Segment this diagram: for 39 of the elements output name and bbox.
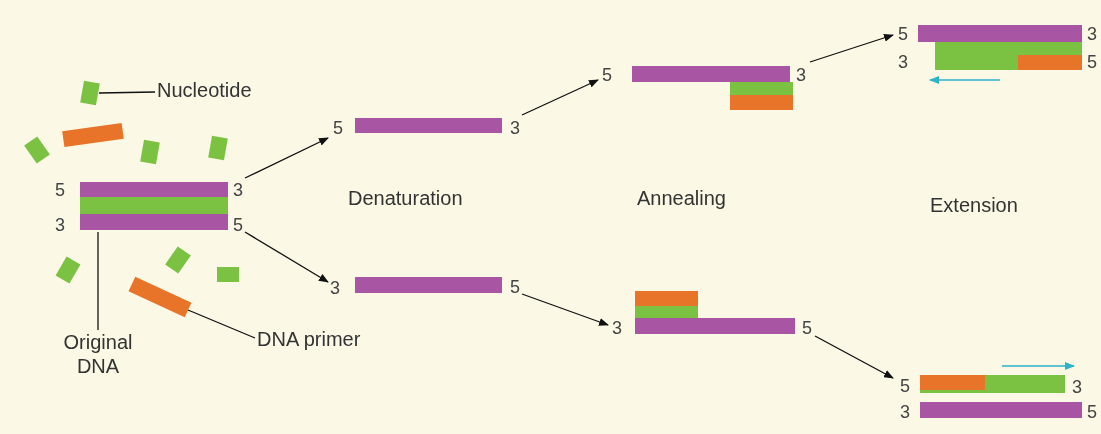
strand-end-label: 3 xyxy=(612,319,622,337)
part-label: DNA primer xyxy=(257,327,387,351)
arrow xyxy=(521,79,599,116)
strand-end-label: 5 xyxy=(802,319,812,337)
nucleotide-block xyxy=(80,80,100,106)
strand-end-label: 3 xyxy=(1072,378,1082,396)
strand-end-label: 3 xyxy=(510,119,520,137)
nucleotide-block xyxy=(208,135,228,161)
leader-line xyxy=(187,309,256,339)
strand-end-label: 5 xyxy=(510,278,520,296)
leader-line xyxy=(97,231,99,331)
strand-end-label: 5 xyxy=(1087,53,1097,71)
leader-line xyxy=(98,91,156,94)
strand-end-label: 5 xyxy=(55,181,65,199)
arrow xyxy=(244,137,329,179)
arrow xyxy=(521,293,609,326)
arrow xyxy=(814,335,894,379)
nucleotide-block xyxy=(140,139,160,165)
arrow xyxy=(809,34,894,63)
strand-end-label: 3 xyxy=(233,181,243,199)
strand-end-label: 3 xyxy=(55,216,65,234)
step-label: Annealing xyxy=(637,186,726,210)
part-label: Nucleotide xyxy=(157,78,275,102)
strand-end-label: 5 xyxy=(233,216,243,234)
strand-end-label: 3 xyxy=(900,403,910,421)
step-label: Denaturation xyxy=(348,186,463,210)
step-label: Extension xyxy=(930,193,1018,217)
strand-end-label: 3 xyxy=(796,66,806,84)
strand-end-label: 5 xyxy=(900,377,910,395)
strand-end-label: 5 xyxy=(333,119,343,137)
arrow xyxy=(244,231,329,283)
strand-end-label: 5 xyxy=(898,25,908,43)
part-label: Original DNA xyxy=(52,330,144,378)
strand-end-label: 5 xyxy=(602,66,612,84)
strand-end-label: 3 xyxy=(330,279,340,297)
strand-end-label: 3 xyxy=(1087,25,1097,43)
strand-end-label: 5 xyxy=(1087,403,1097,421)
nucleotide-block xyxy=(217,266,239,282)
strand-end-label: 3 xyxy=(898,53,908,71)
